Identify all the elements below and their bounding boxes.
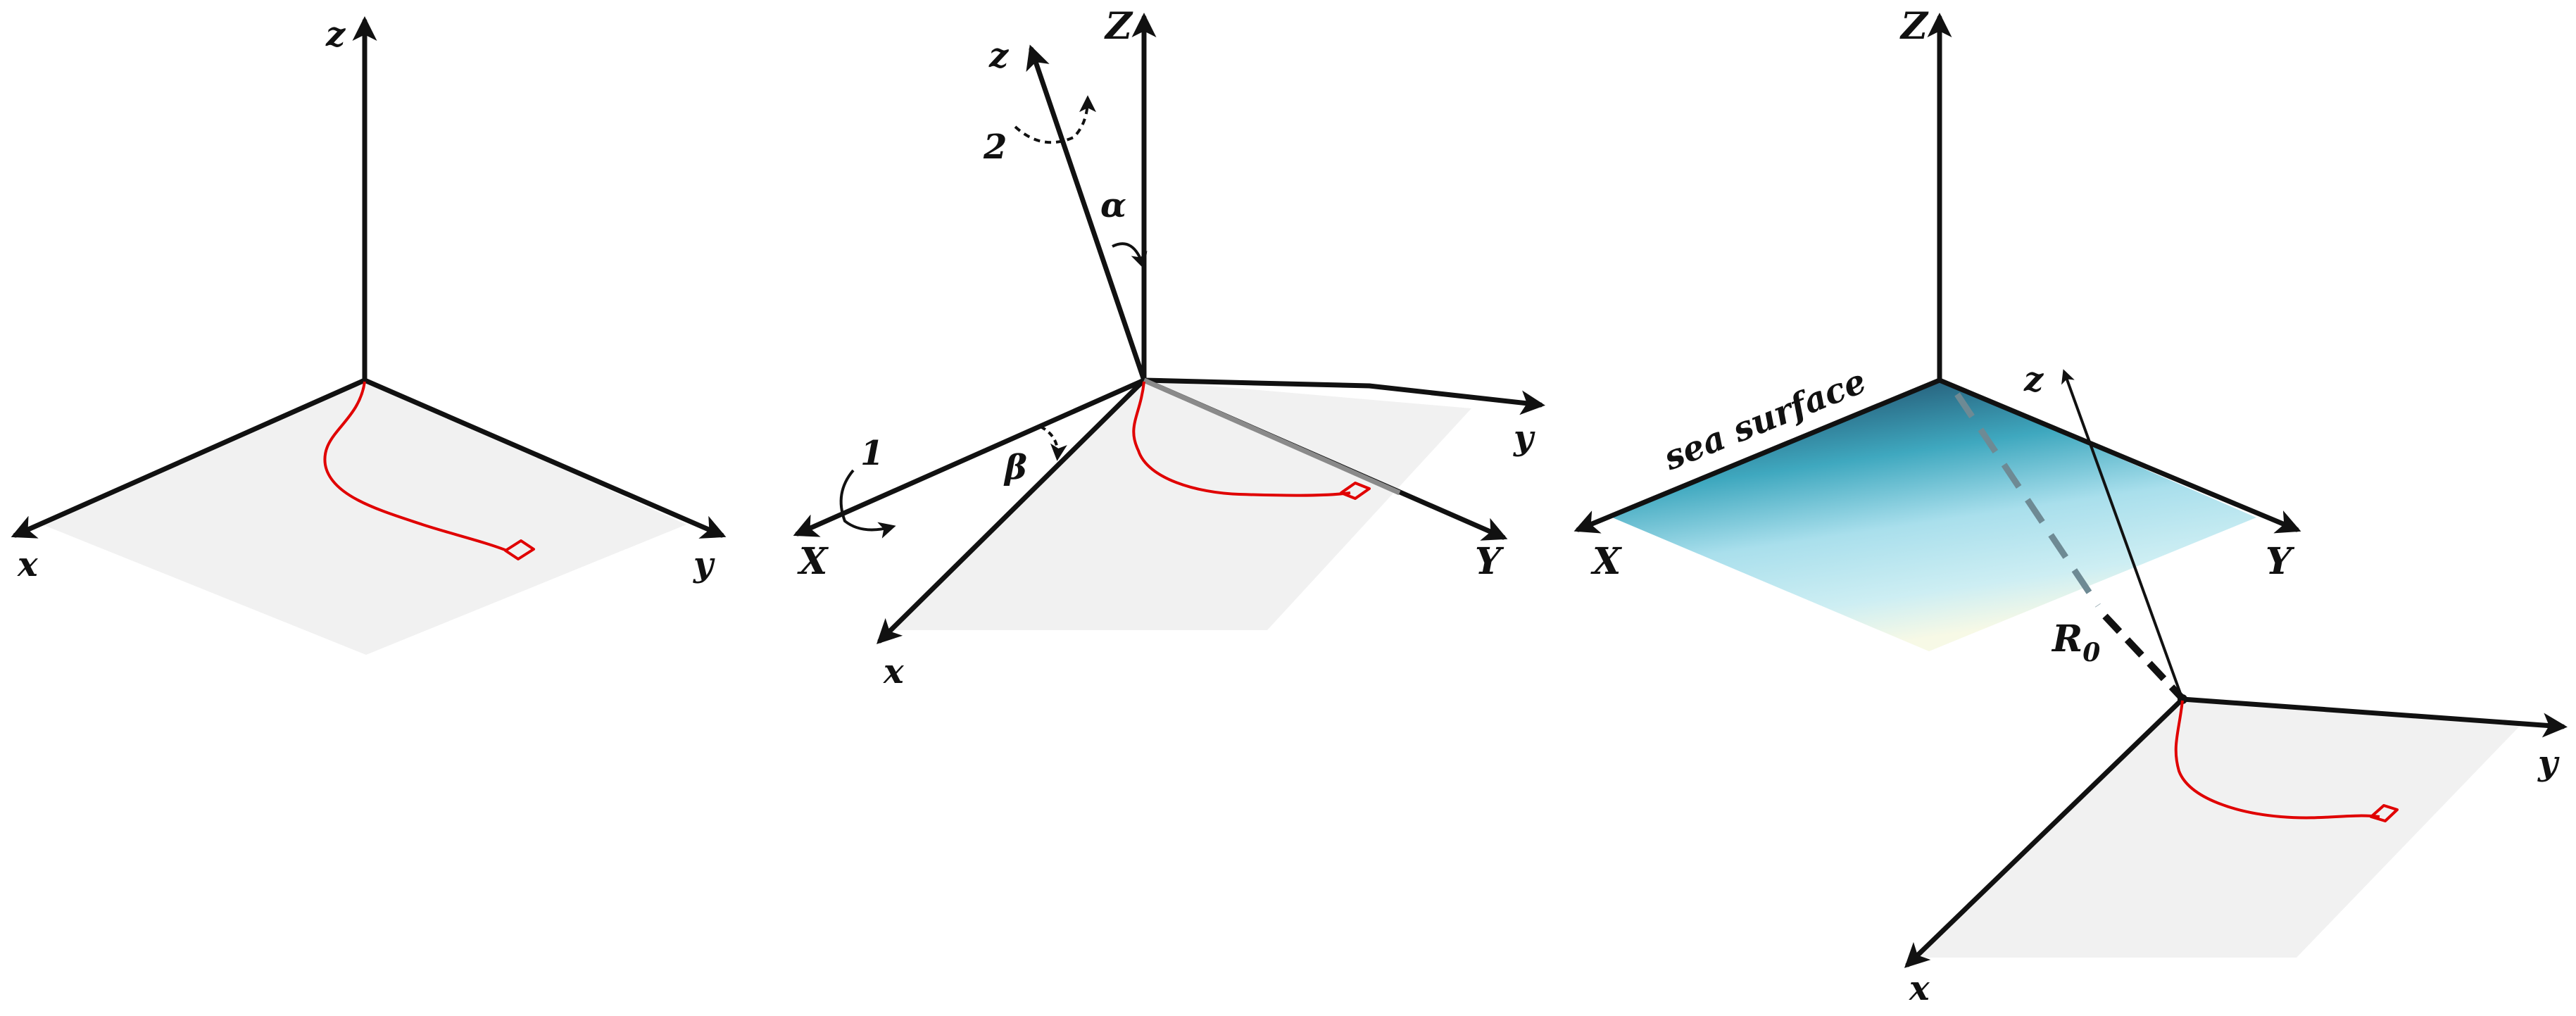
seabed-plane [887,380,1471,630]
y-axis [362,377,727,539]
cable-trace [2174,700,2380,820]
local-origin [2178,694,2187,704]
seabed-plane [1918,699,2524,958]
cable-end-marker [2370,804,2399,822]
label-rotation-1: 1 [860,434,884,473]
cable-trace [323,381,508,552]
x-axis [11,377,367,539]
left-panel: z x y [11,15,727,655]
x-axis-rotated [877,377,1147,644]
alpha-arc [1112,242,1148,270]
label-Z: Z [1899,5,1929,48]
cable-end-marker [1340,482,1371,500]
X-axis [1573,377,1942,534]
label-x: x [17,545,39,584]
label-Y: Y [1475,540,1504,583]
label-Y: Y [2266,540,2295,583]
rotation-2-arc [1014,95,1096,144]
label-z: z [325,15,346,54]
label-y-rotated: y [1513,418,1535,458]
y-axis-local [2180,696,2568,738]
R0-line-below [2102,613,2184,700]
label-z-local: z [2023,360,2044,399]
label-X: X [1590,540,1623,583]
label-y: y [693,545,715,584]
y-axis-rotated [1366,383,1545,415]
Y-axis [1937,377,2301,534]
R0-line-above [1954,392,2101,608]
label-rotation-2: 2 [983,127,1007,167]
label-R0: R0 [2051,617,2100,667]
R0-subscript: 0 [2082,638,2100,667]
y-axis-shadow [1143,377,1401,496]
z-axis-rotated [1026,44,1147,383]
y-axis-rotated-front [1141,377,1372,389]
z-axis-local [2061,369,2184,700]
right-panel: sea surface Z X Y z R0 x y [1573,5,2568,1008]
label-X: X [797,540,829,583]
label-y-local: y [2537,744,2560,783]
label-alpha: α [1100,186,1126,225]
cable-trace [1132,381,1351,497]
cable-end-marker [504,539,535,560]
label-Z: Z [1104,5,1133,48]
x-axis-local [1904,696,2185,968]
middle-panel: α β 2 1 Z z X Y x y [793,5,1545,691]
beta-arc [1040,425,1067,461]
rotation-1-arc [839,469,896,539]
label-x-rotated: x [883,652,905,691]
X-axis [793,377,1147,537]
seabed-plane [42,380,686,655]
R0-main: R [2051,617,2082,660]
label-beta: β [1003,448,1027,487]
label-z-rotated: z [988,36,1010,75]
label-x-local: x [1909,969,1930,1008]
